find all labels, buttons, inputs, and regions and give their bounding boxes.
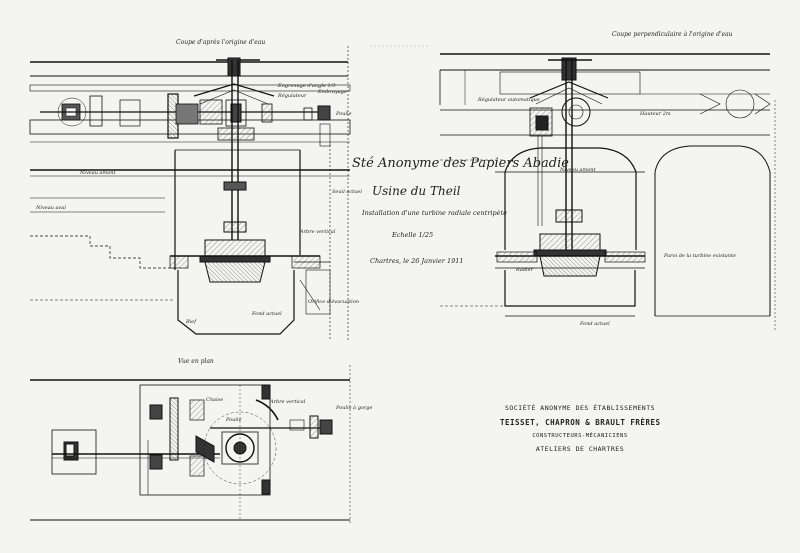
section-title-left: Coupe d'après l'origine d'eau — [176, 39, 266, 46]
label-embrayage: Embrayage — [318, 89, 347, 95]
label-bief: Bief — [186, 319, 197, 325]
drawing-date: Chartres, le 26 Janvier 1911 — [370, 257, 464, 265]
label-hauteur: Hauteur 2m — [640, 111, 671, 117]
stamp-line-3: CONSTRUCTEURS-MÉCANICIENS — [532, 433, 628, 439]
label-niveau-aval: Niveau aval — [36, 205, 66, 211]
label-chaise: Chaise — [206, 397, 224, 403]
label-regulateur-right: Régulateur automatique — [478, 97, 540, 103]
label-regulateur: Régulateur — [278, 93, 307, 99]
label-niveau-amont-right: Niveau amont — [560, 167, 596, 173]
label-engrenage: Engrenage d'angle 1/3 — [278, 83, 336, 89]
label-poulie-plan: Poulie — [226, 417, 242, 423]
stamp-line-1: SOCIÉTÉ ANONYME DES ÉTABLISSEMENTS — [504, 404, 656, 412]
drawing-description: Installation d'une turbine radiale centr… — [362, 209, 507, 217]
plan-view — [30, 365, 351, 525]
label-arbre-plan: Arbre vertical — [270, 399, 306, 405]
manufacturer-stamp: SOCIÉTÉ ANONYME DES ÉTABLISSEMENTS TEISS… — [500, 404, 660, 459]
drawing-scale: Echelle 1/25 — [392, 231, 434, 239]
right-section-view — [439, 53, 776, 330]
left-section-view — [29, 46, 351, 340]
label-seuil-actuel: Seuil actuel — [332, 189, 362, 195]
stamp-line-4: ATELIERS DE CHARTRES — [535, 445, 625, 453]
section-title-right: Coupe perpendiculaire à l'origine d'eau — [612, 31, 733, 38]
label-orifice: Orifice d'évacuation — [308, 299, 359, 305]
drawing-title: Sté Anonyme des Papiers Abadie — [352, 156, 569, 171]
drawing-subtitle: Usine du Theil — [372, 184, 461, 198]
stamp-line-2: TEISSET, CHAPRON & BRAULT FRÈRES — [500, 418, 661, 427]
label-fond-actuel: Fond actuel — [252, 311, 282, 317]
label-arbre-vertical: Arbre vertical — [300, 229, 336, 235]
label-poulie: Poulie — [336, 111, 352, 117]
label-radier: Radier — [516, 267, 534, 273]
section-title-plan: Vue en plan — [178, 358, 214, 365]
label-poulie-a-gorge: Poulie à gorge — [336, 405, 373, 411]
label-niveau-amont: Niveau amont — [80, 170, 116, 176]
label-paroi-turbine: Paroi de la turbine existante — [664, 253, 736, 259]
label-fond-actuel-right: Fond actuel — [580, 321, 610, 327]
